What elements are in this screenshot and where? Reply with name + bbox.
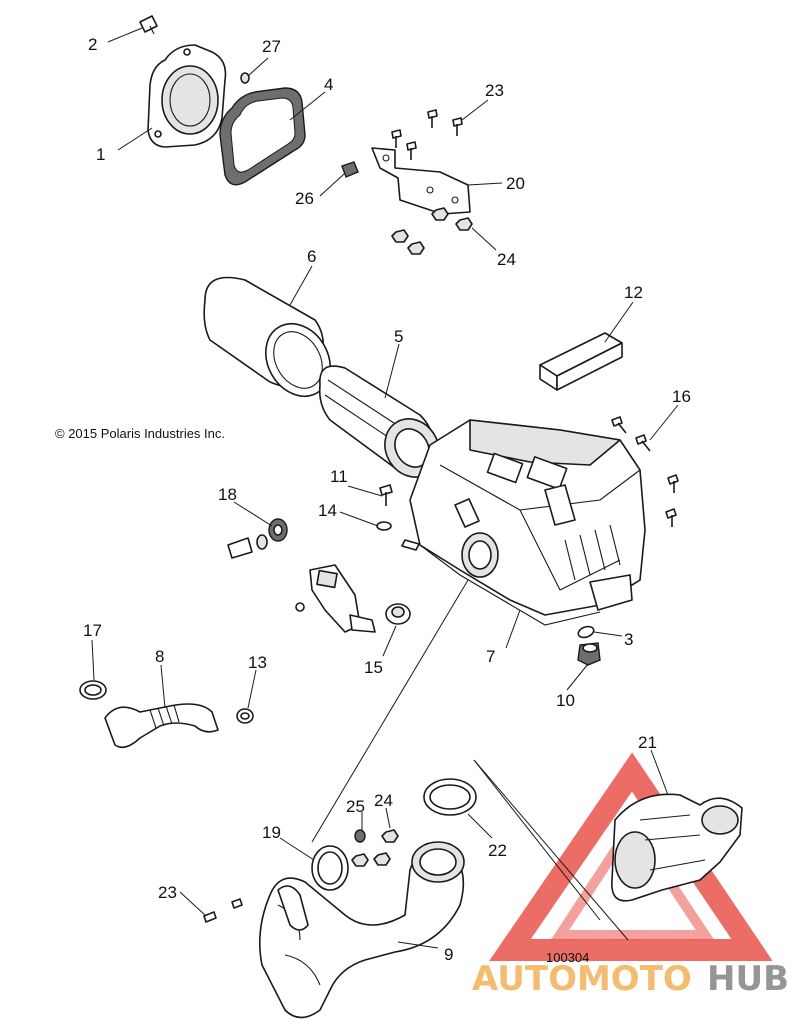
callout-18: 18	[218, 485, 237, 504]
callout-24-bottom: 24	[374, 791, 393, 810]
valve-assembly	[295, 564, 376, 633]
part-15-grommet	[385, 603, 411, 625]
part-24-nuts-bottom	[351, 829, 399, 867]
part-26-clip	[341, 161, 359, 178]
part-6-prefilter	[203, 276, 331, 397]
callout-27: 27	[262, 37, 281, 56]
part-21-duct	[611, 793, 743, 902]
callout-22: 22	[488, 841, 507, 860]
part-10-drain-valve	[577, 642, 601, 666]
callout-21: 21	[638, 733, 657, 752]
leader-lines	[91, 27, 679, 949]
part-23-bolts-bottom	[203, 898, 243, 923]
callout-26: 26	[295, 189, 314, 208]
watermark-text: AUTOMOTO HUB	[472, 959, 789, 999]
callout-14: 14	[318, 501, 337, 520]
part-1-adapter-plate	[147, 44, 227, 148]
part-17-clamp	[79, 680, 107, 700]
part-4-gasket	[219, 87, 306, 186]
part-12-foam-block	[539, 332, 623, 391]
callout-9: 9	[444, 945, 453, 964]
callout-16: 16	[672, 387, 691, 406]
watermark-text-hub: HUB	[707, 959, 789, 999]
callout-labels: 2 1 27 4 26 23 20 24 6 5 12 16 11 14 18 …	[83, 35, 691, 964]
part-18-plug	[227, 518, 288, 559]
watermark-text-automoto: AUTOMOTO	[472, 959, 692, 999]
callout-15: 15	[364, 658, 383, 677]
part-16-bolts	[611, 416, 679, 527]
part-22-clamp	[423, 778, 477, 816]
part-11-screw	[379, 484, 393, 506]
part-14-washer	[376, 521, 420, 551]
callout-6: 6	[307, 247, 316, 266]
callout-3: 3	[624, 630, 633, 649]
callout-2: 2	[88, 35, 97, 54]
part-20-bracket	[371, 147, 471, 215]
document-number: 100304	[546, 950, 589, 965]
part-23-bolts-top	[391, 109, 463, 160]
part-9-intake-duct	[258, 841, 465, 1019]
part-27-fastener	[240, 72, 250, 84]
callout-1: 1	[96, 145, 105, 164]
callout-23-bottom: 23	[158, 883, 177, 902]
callout-24-top: 24	[497, 250, 516, 269]
callout-7: 7	[486, 647, 495, 666]
copyright-notice: © 2015 Polaris Industries Inc.	[55, 426, 225, 441]
callout-13: 13	[248, 653, 267, 672]
callout-8: 8	[155, 647, 164, 666]
callout-23-top: 23	[485, 81, 504, 100]
part-25-nut	[354, 829, 366, 843]
callout-19: 19	[262, 823, 281, 842]
callout-25: 25	[346, 797, 365, 816]
callout-12: 12	[624, 283, 643, 302]
callout-20: 20	[506, 174, 525, 193]
part-19-coupler	[311, 845, 349, 891]
callout-11: 11	[330, 467, 348, 486]
callout-4: 4	[324, 75, 333, 94]
callout-5: 5	[394, 327, 403, 346]
part-13-clamp	[236, 708, 254, 724]
part-24-nuts-top	[391, 207, 473, 255]
part-2-screw	[139, 15, 158, 35]
part-3-clamp	[577, 625, 595, 639]
part-7-airbox	[409, 419, 646, 626]
callout-10: 10	[556, 691, 575, 710]
callout-17: 17	[83, 621, 102, 640]
part-8-hose	[104, 703, 219, 749]
